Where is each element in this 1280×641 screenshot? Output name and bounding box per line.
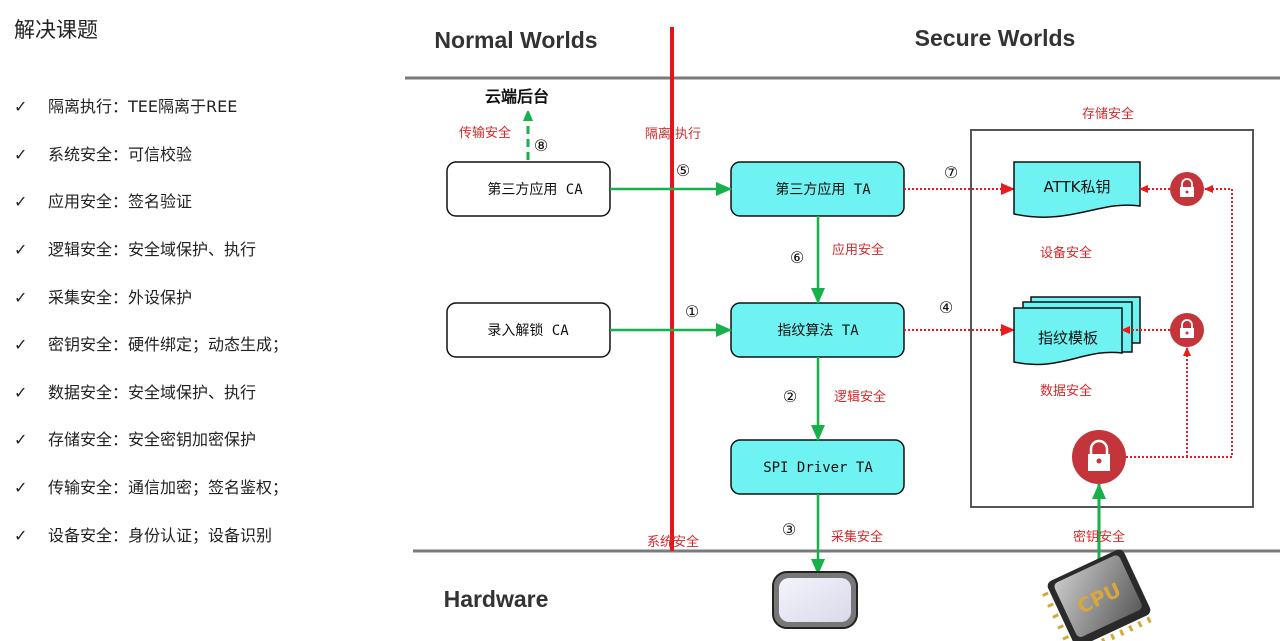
item-text: 数据安全：安全域保护、执行 — [48, 383, 257, 402]
list-item: ✓ 应用安全：签名验证 — [14, 188, 192, 212]
list-item: ✓ 系统安全：可信校验 — [14, 141, 192, 165]
fingerprint-template-document — [1013, 307, 1123, 366]
item-text: 采集安全：外设保护 — [48, 288, 193, 307]
device-security-label: 设备安全 — [1040, 245, 1092, 261]
check-icon: ✓ — [14, 240, 28, 259]
step-2: ② — [783, 387, 797, 406]
spi-driver-ta-label: SPI Driver TA — [763, 460, 873, 476]
normal-worlds-heading: Normal Worlds — [434, 27, 597, 53]
fingerprint-template-label: 指纹模板 — [1038, 329, 1098, 347]
item-text: 设备安全：身份认证；设备识别 — [48, 526, 273, 545]
step-7: ⑦ — [944, 163, 958, 182]
step-3: ③ — [782, 520, 796, 539]
collect-security-label: 采集安全 — [831, 529, 883, 545]
fingerprint-algorithm-ta-label: 指纹算法 TA — [777, 323, 859, 339]
fingerprint-sensor-icon — [772, 571, 858, 629]
attk-key-label: ATTK私钥 — [1044, 178, 1111, 196]
step-1: ① — [685, 302, 699, 321]
step-8: ⑧ — [534, 136, 548, 155]
attk-key-document — [1013, 161, 1141, 218]
item-text: 应用安全：签名验证 — [48, 192, 193, 211]
check-icon: ✓ — [14, 526, 28, 545]
item-text: 存储安全：安全密钥加密保护 — [48, 430, 257, 449]
list-item: ✓ 传输安全：通信加密；签名鉴权； — [14, 474, 288, 498]
storage-security-label: 存储安全 — [1082, 106, 1134, 122]
step-5: ⑤ — [676, 161, 690, 180]
list-item: ✓ 隔离执行：TEE隔离于REE — [14, 93, 237, 117]
lock-icon — [1170, 313, 1204, 347]
enroll-unlock-ca-label: 录入解锁 CA — [487, 323, 569, 339]
step-6: ⑥ — [790, 248, 804, 267]
list-item: ✓ 存储安全：安全密钥加密保护 — [14, 426, 256, 450]
panel-title: 解决课题 — [14, 18, 98, 42]
isolation-label: 隔离 执行 — [645, 126, 701, 142]
third-party-ta-label: 第三方应用 TA — [775, 181, 871, 198]
check-icon: ✓ — [14, 97, 28, 116]
cloud-backend-label: 云端后台 — [485, 87, 549, 106]
list-item: ✓ 密钥安全：硬件绑定；动态生成； — [14, 331, 288, 355]
step-4: ④ — [939, 298, 953, 317]
list-item: ✓ 数据安全：安全域保护、执行 — [14, 379, 256, 403]
check-icon: ✓ — [14, 383, 28, 402]
hardware-heading: Hardware — [444, 586, 549, 612]
master-lock-icon — [1072, 430, 1126, 484]
item-text: 隔离执行：TEE隔离于REE — [48, 97, 238, 116]
transport-security-label: 传输安全 — [459, 125, 511, 141]
list-item: ✓ 设备安全：身份认证；设备识别 — [14, 522, 272, 546]
check-icon: ✓ — [14, 145, 28, 164]
logic-security-label: 逻辑安全 — [834, 389, 886, 405]
item-text: 密钥安全：硬件绑定；动态生成； — [48, 335, 289, 354]
system-security-label: 系统安全 — [647, 534, 699, 550]
item-text: 系统安全：可信校验 — [48, 145, 193, 164]
app-security-label: 应用安全 — [832, 242, 884, 258]
check-icon: ✓ — [14, 288, 28, 307]
lock-icon — [1170, 172, 1204, 206]
check-icon: ✓ — [14, 335, 28, 354]
key-security-label: 密钥安全 — [1073, 529, 1125, 545]
list-item: ✓ 逻辑安全：安全域保护、执行 — [14, 236, 256, 260]
master-key-to-attk-lock — [1126, 185, 1233, 458]
cpu-chip-icon: CPU — [1042, 549, 1152, 641]
item-text: 传输安全：通信加密；签名鉴权； — [48, 478, 289, 497]
data-security-label: 数据安全 — [1040, 383, 1092, 399]
check-icon: ✓ — [14, 478, 28, 497]
check-icon: ✓ — [14, 430, 28, 449]
check-icon: ✓ — [14, 192, 28, 211]
list-item: ✓ 采集安全：外设保护 — [14, 284, 192, 308]
third-party-ca-label: 第三方应用 CA — [487, 181, 583, 198]
secure-worlds-heading: Secure Worlds — [915, 25, 1076, 51]
item-text: 逻辑安全：安全域保护、执行 — [48, 240, 257, 259]
